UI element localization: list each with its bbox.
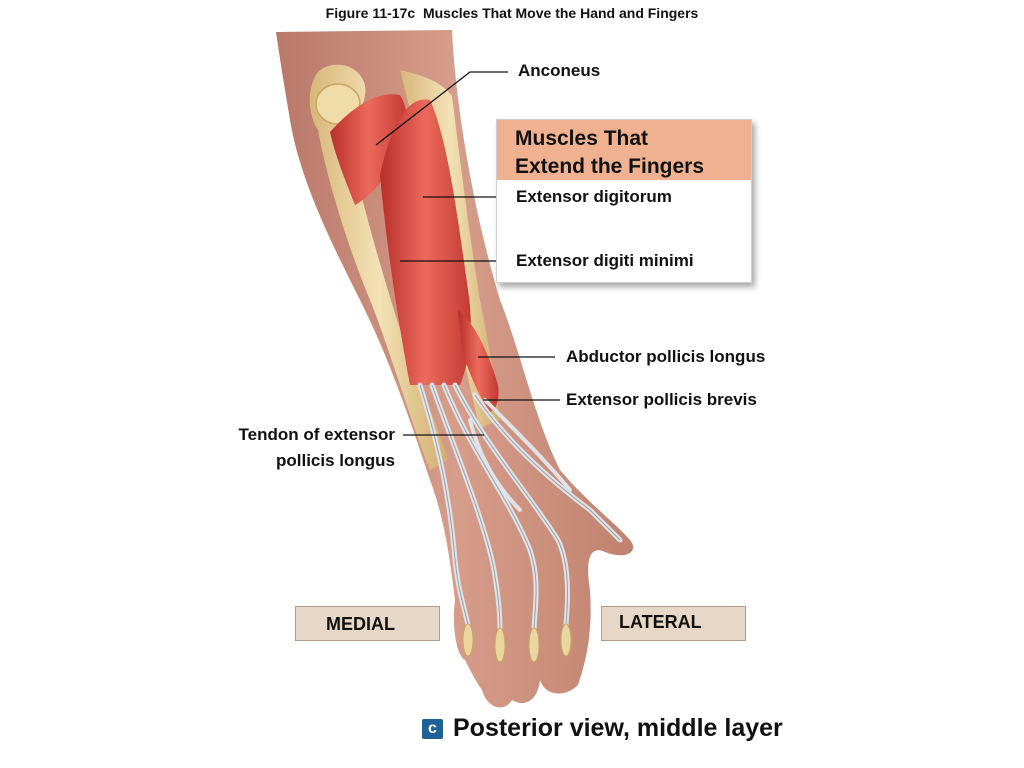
label-abductor-pollicis-longus: Abductor pollicis longus bbox=[566, 347, 766, 366]
lateral-label: LATERAL bbox=[619, 612, 702, 632]
figure-title: Figure 11-17c Muscles That Move the Hand… bbox=[325, 5, 699, 21]
label-extensor-digiti-minimi: Extensor digiti minimi bbox=[516, 251, 694, 270]
leader-anconeus bbox=[375, 71, 508, 146]
label-extensor-pollicis-brevis: Extensor pollicis brevis bbox=[566, 390, 757, 409]
label-tendon-epl-line2: pollicis longus bbox=[275, 451, 395, 470]
label-tendon-epl-line1: Tendon of extensor bbox=[238, 425, 395, 444]
finger-bones bbox=[462, 623, 572, 663]
view-letter-badge: c bbox=[422, 719, 443, 739]
lateral-box: LATERAL bbox=[601, 606, 746, 641]
label-anconeus: Anconeus bbox=[518, 61, 601, 80]
extensor-digitorum-muscle bbox=[380, 99, 471, 385]
extensor-group-header: Muscles That Extend the Fingers bbox=[497, 120, 751, 180]
medial-box: MEDIAL bbox=[295, 606, 440, 641]
anconeus-muscle bbox=[330, 94, 407, 205]
medial-label: MEDIAL bbox=[326, 614, 395, 634]
extensor-group-title: Muscles That Extend the Fingers bbox=[515, 127, 705, 178]
label-extensor-digitorum: Extensor digitorum bbox=[516, 187, 672, 206]
leader-lines bbox=[375, 71, 560, 436]
thumb-extensor-muscles bbox=[458, 310, 499, 412]
view-caption: Posterior view, middle layer bbox=[453, 714, 783, 742]
extensor-group-box: Muscles That Extend the Fingers Extensor… bbox=[496, 119, 752, 283]
